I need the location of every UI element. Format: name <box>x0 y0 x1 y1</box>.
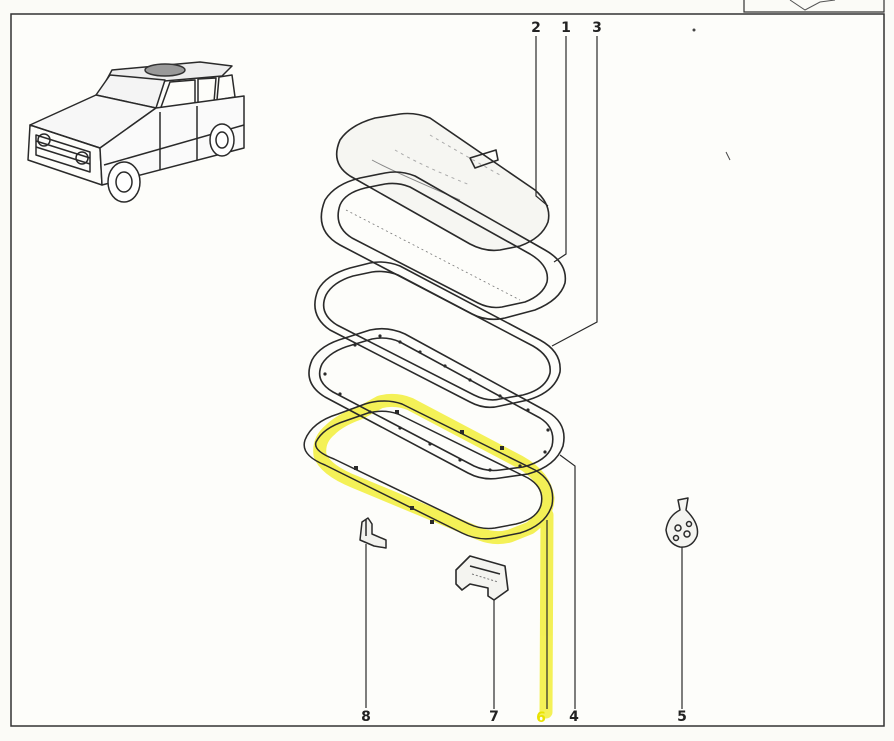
corner-fragment <box>743 0 885 13</box>
bracket-icon <box>455 555 509 601</box>
rubber-seal-icon <box>314 261 561 409</box>
callout-8: 8 <box>361 709 371 725</box>
parts-bag-icon <box>665 497 699 548</box>
leader-line-1 <box>553 36 567 263</box>
callout-3: 3 <box>592 20 602 36</box>
car-illustration-icon <box>27 61 245 203</box>
callout-1: 1 <box>561 20 571 36</box>
clip-icon <box>359 517 387 549</box>
callout-4: 4 <box>569 709 579 725</box>
callout-5: 5 <box>677 709 687 725</box>
leader-line-2 <box>535 36 549 207</box>
scan-speck <box>692 28 696 32</box>
leader-line-4 <box>559 454 576 709</box>
callout-7: 7 <box>489 709 499 725</box>
leader-line-3 <box>551 36 598 347</box>
scan-speck <box>725 151 731 161</box>
callout-6: 6 <box>536 710 546 726</box>
callout-2: 2 <box>531 20 541 36</box>
leader-lines <box>365 36 683 709</box>
lower-frame-icon <box>303 400 554 540</box>
glass-panel-icon <box>335 112 550 252</box>
